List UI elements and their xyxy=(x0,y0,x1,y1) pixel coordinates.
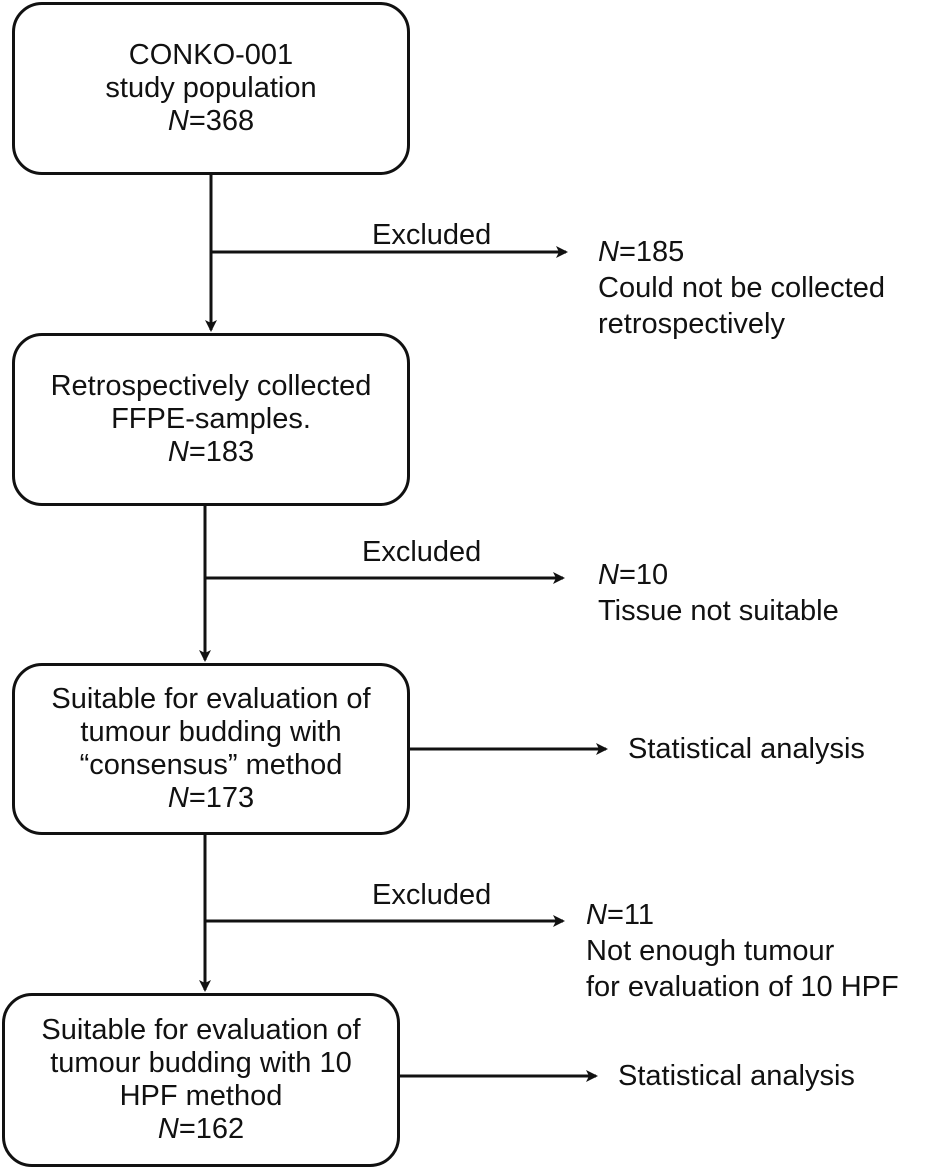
exclusion-details: N=10 Tissue not suitable xyxy=(598,557,839,629)
box-line: tumour budding with 10 xyxy=(50,1047,352,1079)
box-line: tumour budding with xyxy=(80,716,342,748)
study-population-box: CONKO-001 study population N=368 xyxy=(12,2,410,175)
excluded-label: Excluded xyxy=(372,219,492,251)
box-line: FFPE-samples. xyxy=(111,403,311,435)
excluded-label: Excluded xyxy=(372,879,492,911)
box-line: “consensus” method xyxy=(79,749,343,781)
exclusion-reason: for evaluation of 10 HPF xyxy=(586,971,899,1003)
exclusion-reason: Not enough tumour xyxy=(586,935,835,967)
exclusion-count: N=185 xyxy=(598,236,685,268)
box-count: N=368 xyxy=(167,105,255,137)
box-line: CONKO-001 xyxy=(128,39,294,71)
exclusion-reason: Tissue not suitable xyxy=(598,595,839,627)
exclusion-details: N=11 Not enough tumour for evaluation of… xyxy=(586,897,899,1005)
exclusion-reason: retrospectively xyxy=(598,308,785,340)
statistical-analysis-label: Statistical analysis xyxy=(628,733,865,765)
box-line: HPF method xyxy=(119,1080,283,1112)
hpf-method-box: Suitable for evaluation of tumour buddin… xyxy=(2,993,400,1167)
exclusion-details: N=185 Could not be collected retrospecti… xyxy=(598,234,885,342)
box-count: N=173 xyxy=(167,782,255,814)
box-line: Suitable for evaluation of xyxy=(51,683,371,715)
statistical-analysis-label: Statistical analysis xyxy=(618,1060,855,1092)
exclusion-reason: Could not be collected xyxy=(598,272,885,304)
exclusion-count: N=10 xyxy=(598,559,669,591)
box-line: Suitable for evaluation of xyxy=(41,1014,361,1046)
box-count: N=162 xyxy=(157,1113,245,1145)
box-line: study population xyxy=(105,72,317,104)
excluded-label: Excluded xyxy=(362,536,482,568)
collected-samples-box: Retrospectively collected FFPE-samples. … xyxy=(12,333,410,506)
box-line: Retrospectively collected xyxy=(50,370,372,402)
box-count: N=183 xyxy=(167,436,255,468)
exclusion-count: N=11 xyxy=(586,899,654,931)
consensus-method-box: Suitable for evaluation of tumour buddin… xyxy=(12,663,410,835)
